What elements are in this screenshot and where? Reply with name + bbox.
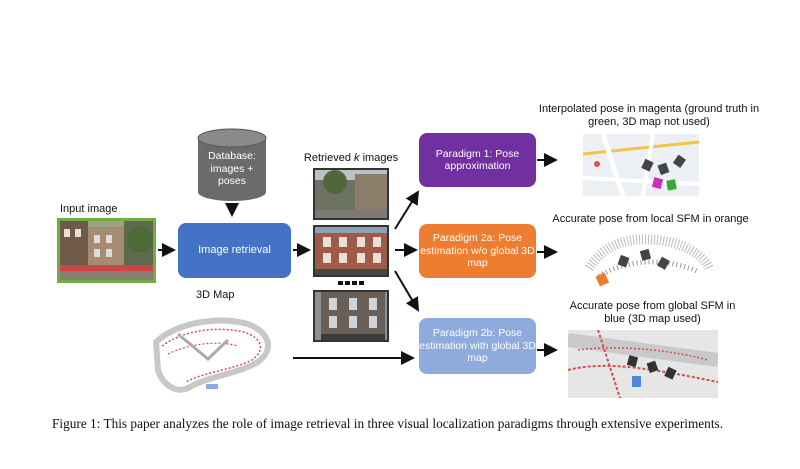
more-images-ellipsis [338, 281, 364, 285]
database-label: Database: images + poses [208, 150, 256, 187]
map3d-pointcloud [148, 304, 288, 399]
retrieved-images-label: Retrieved k images [303, 152, 399, 164]
input-image-label: Input image [60, 203, 118, 215]
image-retrieval-box: Image retrieval [178, 223, 291, 278]
input-image [57, 218, 156, 283]
result1-map [583, 134, 699, 196]
map3d-label: 3D Map [196, 289, 235, 301]
retrieved-image-2 [313, 225, 389, 277]
to-paradigm2b-arrow [394, 270, 420, 312]
retrieved-image-1 [313, 168, 389, 220]
paradigm2b-box: Paradigm 2b: Pose estimation with global… [419, 318, 536, 374]
result2b-label: Accurate pose from global SFM in blue (3… [569, 300, 736, 325]
paradigm2a-box: Paradigm 2a: Pose estimation w/o global … [419, 224, 536, 278]
result2a-pointcloud [579, 228, 715, 290]
result2a-label: Accurate pose from local SFM in orange [552, 213, 749, 225]
database-cylinder: Database: images + poses [197, 128, 267, 202]
result2b-pointcloud [568, 330, 718, 398]
result1-label: Interpolated pose in magenta (ground tru… [538, 103, 760, 128]
retrieved-image-k [313, 290, 389, 342]
figure-caption: Figure 1: This paper analyzes the role o… [52, 416, 724, 431]
paradigm1-box: Paradigm 1: Pose approximation [419, 133, 536, 187]
to-paradigm1-arrow [394, 190, 420, 230]
